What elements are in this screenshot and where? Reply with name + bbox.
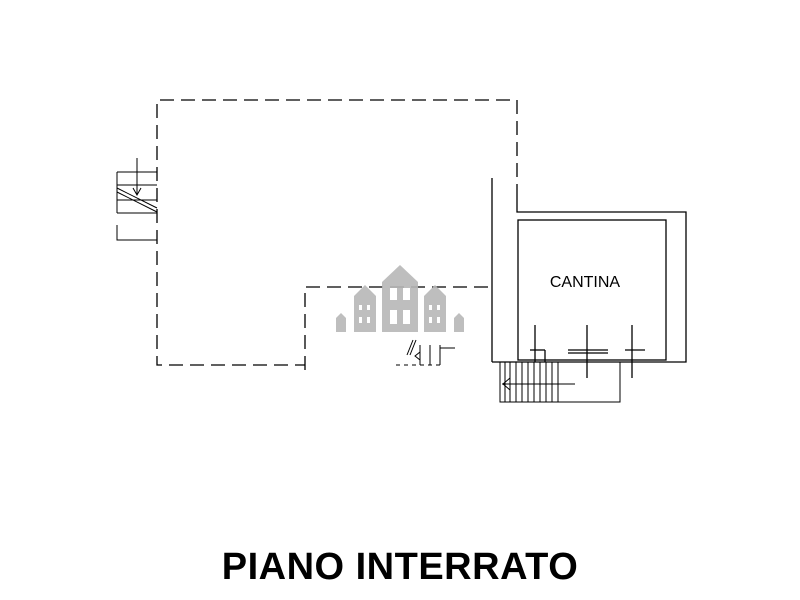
watermark-houses-logo xyxy=(336,265,464,332)
plan-title: PIANO INTERRATO xyxy=(221,546,579,588)
room-label-cantina: CANTINA xyxy=(550,274,621,291)
stairs-left xyxy=(116,158,158,241)
stairs-center xyxy=(396,339,455,366)
dashed-outline xyxy=(156,99,518,370)
stairs-bottom xyxy=(499,362,621,403)
cantina-walls xyxy=(491,178,687,378)
watermark-windows xyxy=(359,288,440,324)
